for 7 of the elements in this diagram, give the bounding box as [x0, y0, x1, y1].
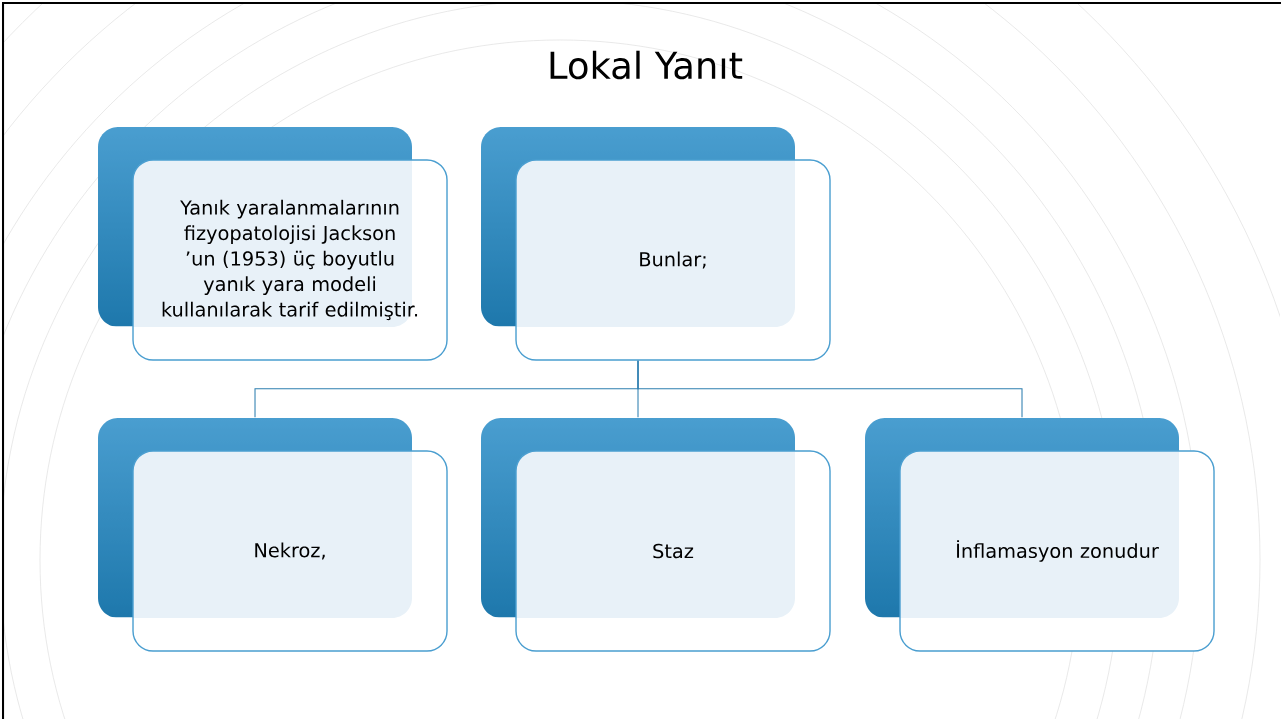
text-box: Staz [515, 450, 831, 652]
text-box: Bunlar; [515, 159, 831, 361]
text-box: İnflamasyon zonudur [899, 450, 1215, 652]
text-box: Yanık yaralanmalarının fizyopatolojisi Jackson ’un (1953) üç boyutlu yanık yara modeli kullanılarak tarif edilmiştir. [132, 159, 448, 361]
connector-line [637, 360, 1023, 418]
text-box: Nekroz, [132, 450, 448, 652]
title: Lokal Yanıt [550, 50, 743, 80]
